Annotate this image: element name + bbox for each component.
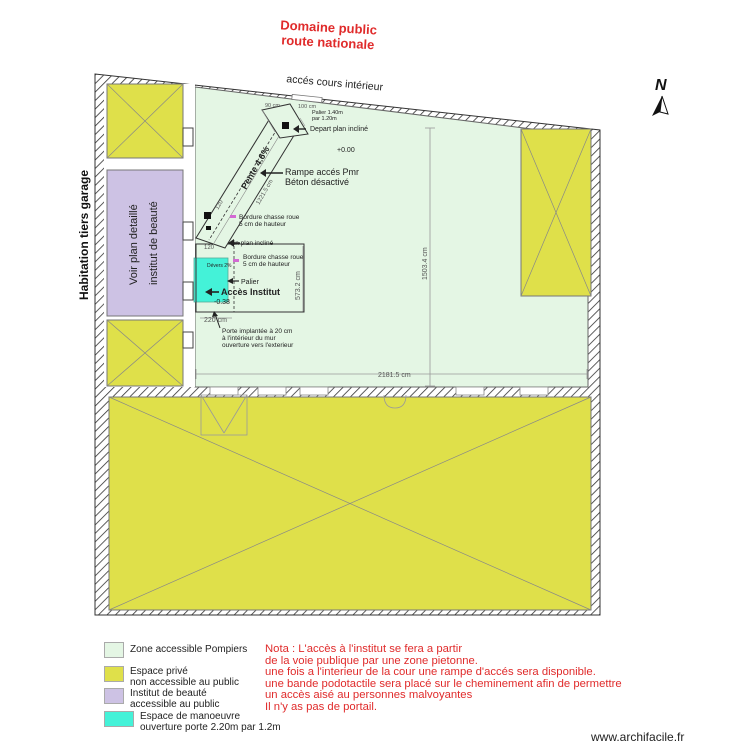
curb-label-2-line2: 5 cm de hauteur bbox=[243, 261, 291, 268]
ramp-end-label: fin plan incliné bbox=[232, 240, 274, 247]
bottom-door-icon bbox=[200, 394, 407, 436]
courtyard-access-label: accés cours intérieur bbox=[286, 73, 384, 93]
legend-swatch-institute bbox=[104, 688, 124, 704]
note-line-6: Il n'y as pas de portail. bbox=[265, 700, 378, 713]
north-letter: N bbox=[655, 77, 667, 94]
curb-marker-2 bbox=[233, 259, 239, 262]
private-area-top-left bbox=[106, 83, 184, 159]
legend-label-institute-2: accessible au public bbox=[130, 699, 220, 710]
domain-title-line1: Domaine public bbox=[280, 17, 377, 37]
dimension-220: 220 cm bbox=[204, 317, 227, 324]
note-block: Nota : L'accès à l'institut se fera a pa… bbox=[265, 643, 622, 714]
legend-label-private-1: Espace privé bbox=[130, 666, 188, 677]
private-area-mid-left bbox=[106, 319, 184, 387]
door-label-line1: Porte implantée à 20 cm bbox=[222, 328, 292, 335]
level-top: +0.00 bbox=[337, 147, 355, 154]
legend-label-institute-1: Institut de beauté bbox=[130, 688, 207, 699]
dimension-small-left: 90 cm bbox=[265, 103, 280, 109]
dimension-width: 2181.5 cm bbox=[378, 372, 411, 379]
interior-windows bbox=[209, 386, 549, 396]
ramp-start-label: Depart plan incliné bbox=[310, 126, 368, 133]
note-line-1: Nota : L'accès à l'institut se fera a pa… bbox=[265, 643, 463, 655]
legend-label-fire-zone: Zone accessible Pompiers bbox=[130, 644, 248, 655]
beauty-label-line1: Voir plan detaillé bbox=[128, 204, 140, 285]
access-landing bbox=[195, 243, 305, 313]
devers-label: Dévers 2% bbox=[207, 263, 232, 269]
legend-swatch-private bbox=[104, 666, 124, 682]
dimension-120-a: 120 bbox=[215, 199, 226, 211]
door-arrow bbox=[212, 311, 221, 329]
note-line-5: un accès aisé au personnes malvoyantes bbox=[265, 689, 473, 702]
dimension-height: 1503.4 cm bbox=[422, 247, 429, 280]
legend-label-private-2: non accessible au public bbox=[130, 677, 239, 688]
note-line-2: de la voie publique par une zone pietonn… bbox=[265, 654, 478, 667]
landing-arrow bbox=[227, 278, 239, 284]
wheelchair-icons bbox=[204, 122, 289, 230]
landing-top-label-1: Palier 1.40m bbox=[312, 110, 343, 116]
curb-label-1-line2: 5 cm de hauteur bbox=[239, 221, 287, 228]
site-credit: www.archifacile.fr bbox=[591, 730, 685, 744]
access-institute-label: Accès Institut bbox=[221, 287, 280, 297]
beauty-label-line2: institut de beauté bbox=[148, 201, 160, 285]
beauty-institute-zone bbox=[106, 169, 184, 317]
door-label-line3: ouverture vers l'exterieur bbox=[222, 342, 294, 349]
dimension-lines bbox=[195, 127, 588, 387]
level-bottom: -0.38 bbox=[214, 299, 230, 306]
domain-title-line2: route nationale bbox=[281, 32, 375, 52]
legend-swatch-fire-zone bbox=[104, 642, 124, 658]
curb-label-1-line1: Bordure chasse roue bbox=[239, 214, 300, 221]
ramp-start-arrow bbox=[293, 125, 306, 133]
ramp-label-line2: Béton désactivé bbox=[285, 177, 349, 187]
door-label-line2: à l'intérieur du mur bbox=[222, 335, 276, 342]
legend-swatch-maneuver bbox=[104, 711, 134, 727]
north-arrow-icon: N bbox=[652, 77, 669, 116]
dimension-120-b: 120 bbox=[204, 245, 215, 251]
ramp-label-line1: Rampe accés Pmr bbox=[285, 167, 359, 177]
note-line-4: une bande podotactile sera placé sur le … bbox=[265, 677, 622, 690]
private-area-right bbox=[520, 128, 592, 297]
wall-openings bbox=[182, 127, 194, 349]
legend-label-maneuver-1: Espace de manoeuvre bbox=[140, 711, 241, 722]
private-area-bottom bbox=[108, 396, 592, 611]
courtyard-gate bbox=[291, 94, 323, 103]
curb-label-2-line1: Bordure chasse roue bbox=[243, 254, 304, 261]
landing-label: Palier bbox=[241, 279, 260, 286]
curb-marker-1 bbox=[230, 215, 236, 218]
landing-top-label-2: par 1.20m bbox=[312, 116, 337, 122]
dimension-small-top: 100 cm bbox=[298, 104, 316, 110]
access-arrow bbox=[205, 288, 219, 296]
left-neighbor-label: Habitation tiers garage bbox=[77, 170, 91, 300]
note-line-3: une fois a l'interieur de la cour une ra… bbox=[265, 666, 596, 679]
dimension-ramp-depth: 573.2 cm bbox=[295, 271, 302, 300]
legend-label-maneuver-2: ouverture porte 2.20m par 1.2m bbox=[140, 722, 281, 733]
ramp-pmr-arrow bbox=[260, 169, 283, 177]
ramp-end-arrow bbox=[228, 239, 240, 247]
